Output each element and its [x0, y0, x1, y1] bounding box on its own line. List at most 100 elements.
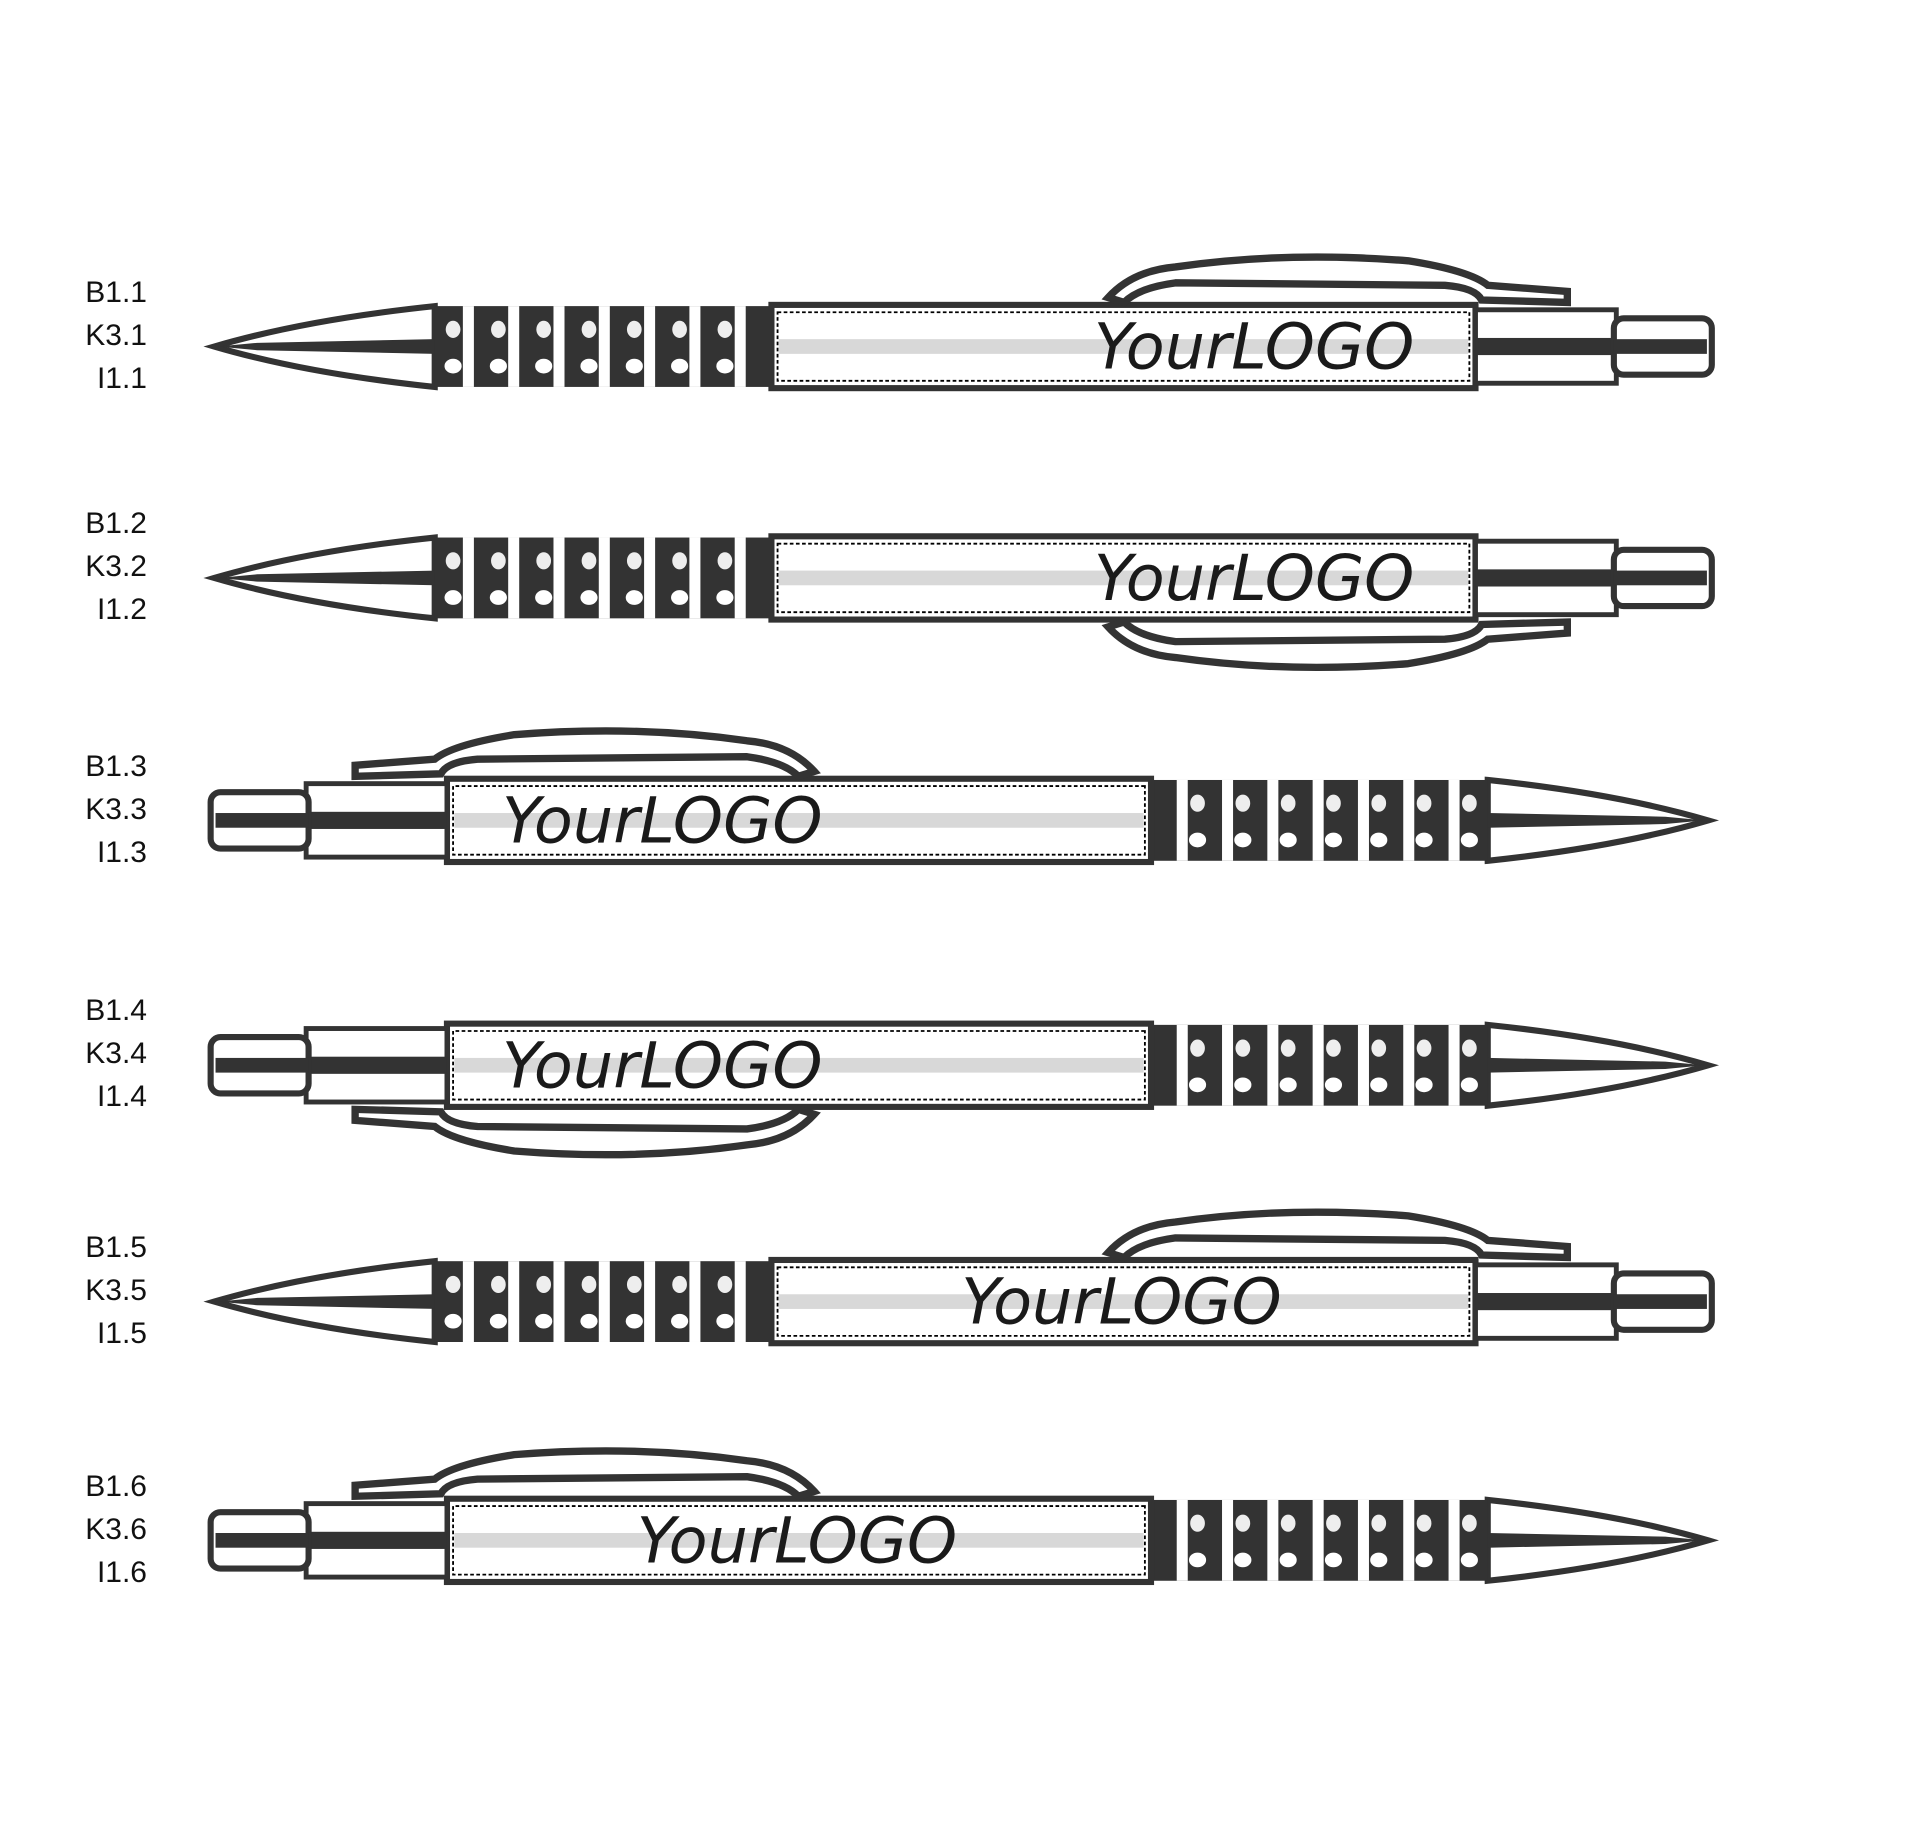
pen — [203, 253, 1715, 392]
pen-code: K3.3 — [85, 792, 147, 826]
clip-shape — [1101, 253, 1571, 307]
barrel-band — [778, 339, 1469, 354]
grip-highlight — [489, 590, 507, 605]
grip-gap — [1267, 1024, 1279, 1106]
grip-gap — [508, 306, 520, 387]
grip-highlight — [1371, 1514, 1387, 1532]
grip-highlight — [1462, 1514, 1477, 1532]
barrel-band — [454, 1533, 1144, 1548]
grip-highlight — [1462, 794, 1477, 812]
grip-highlight — [1190, 794, 1205, 812]
pen-code: I1.2 — [96, 593, 147, 627]
pen-code: B1.6 — [85, 1469, 147, 1503]
pen-code: I1.6 — [96, 1555, 147, 1589]
grip-gap — [508, 1261, 520, 1342]
grip-gap — [1448, 1499, 1460, 1581]
grip-highlight — [1326, 1039, 1341, 1057]
grip-gap — [553, 306, 565, 387]
grip-highlight — [1235, 794, 1251, 812]
button-band — [1613, 339, 1707, 354]
grip-gap — [1176, 779, 1188, 861]
grip-highlight — [535, 590, 553, 605]
grip-gap — [1176, 1499, 1188, 1581]
button-band — [1613, 570, 1707, 586]
pen-tip-shading — [217, 570, 435, 586]
clip-shape — [1101, 617, 1571, 672]
grip-highlight — [1415, 1552, 1433, 1568]
pen — [207, 1020, 1720, 1159]
grip-highlight — [1416, 1514, 1432, 1532]
pen-tip-shading — [217, 1294, 435, 1309]
grip-highlight — [1234, 1552, 1252, 1568]
grip-highlight — [1370, 1552, 1388, 1568]
grip-highlight — [445, 552, 461, 570]
grip-highlight — [1416, 794, 1432, 812]
grip-highlight — [1279, 1552, 1297, 1568]
grip-highlight — [1188, 832, 1207, 848]
grip-highlight — [444, 590, 462, 605]
grip-highlight — [1324, 1552, 1343, 1568]
grip-highlight — [1326, 1514, 1341, 1532]
grip-gap — [598, 306, 610, 387]
grip-highlight — [1279, 832, 1297, 848]
grip-highlight — [717, 552, 733, 570]
grip-gap — [1448, 1024, 1460, 1106]
button-band — [1613, 1294, 1707, 1309]
pen-code: B1.4 — [85, 994, 147, 1028]
button-band — [215, 1533, 309, 1548]
grip-gap — [462, 306, 474, 387]
grip-gap — [553, 537, 565, 619]
pen-code: K3.5 — [85, 1273, 147, 1307]
grip-highlight — [536, 320, 552, 338]
cap-band — [1475, 337, 1617, 356]
cap-band — [306, 1056, 447, 1074]
pen-clip — [351, 1447, 821, 1501]
grip-gap — [1357, 779, 1369, 861]
grip-highlight — [535, 358, 553, 374]
grip-gap — [1222, 1024, 1234, 1106]
grip-highlight — [717, 320, 733, 338]
grip-highlight — [1190, 1514, 1205, 1532]
grip-highlight — [1280, 1514, 1296, 1532]
pen-code: B1.3 — [85, 749, 147, 783]
imprint-area — [452, 1505, 1146, 1576]
grip-gap — [1312, 1024, 1324, 1106]
grip-highlight — [580, 1313, 598, 1329]
grip-highlight — [581, 1275, 597, 1294]
grip-highlight — [626, 1275, 642, 1294]
grip-highlight — [672, 1275, 687, 1294]
grip-gap — [689, 1261, 701, 1342]
grip-highlight — [1234, 832, 1252, 848]
grip-highlight — [581, 552, 597, 570]
grip-highlight — [489, 358, 507, 374]
grip-gap — [1222, 779, 1234, 861]
pen-tip-shading — [217, 339, 435, 354]
pen-clip — [1101, 617, 1571, 672]
pen-code: B1.1 — [85, 275, 147, 309]
clip-shape — [1101, 1208, 1571, 1262]
grip-highlight — [672, 552, 687, 570]
grip-gap — [1312, 779, 1324, 861]
pen — [203, 1208, 1715, 1347]
logo-text: YourLOGO — [961, 1266, 1281, 1340]
logo-text: YourLOGO — [637, 1504, 957, 1578]
grip-highlight — [491, 320, 506, 338]
grip-highlight — [1462, 1039, 1477, 1057]
grip-highlight — [535, 1313, 553, 1329]
grip-gap — [1267, 779, 1279, 861]
pen-tip-shading — [1487, 1057, 1705, 1073]
grip-highlight — [444, 358, 462, 374]
pen — [207, 727, 1720, 866]
grip-gap — [689, 537, 701, 619]
grip-highlight — [1371, 794, 1387, 812]
clip-shape — [351, 727, 821, 781]
imprint-area — [776, 542, 1471, 614]
pen-code: I1.4 — [96, 1080, 147, 1114]
grip-highlight — [491, 552, 506, 570]
grip-highlight — [672, 320, 687, 338]
